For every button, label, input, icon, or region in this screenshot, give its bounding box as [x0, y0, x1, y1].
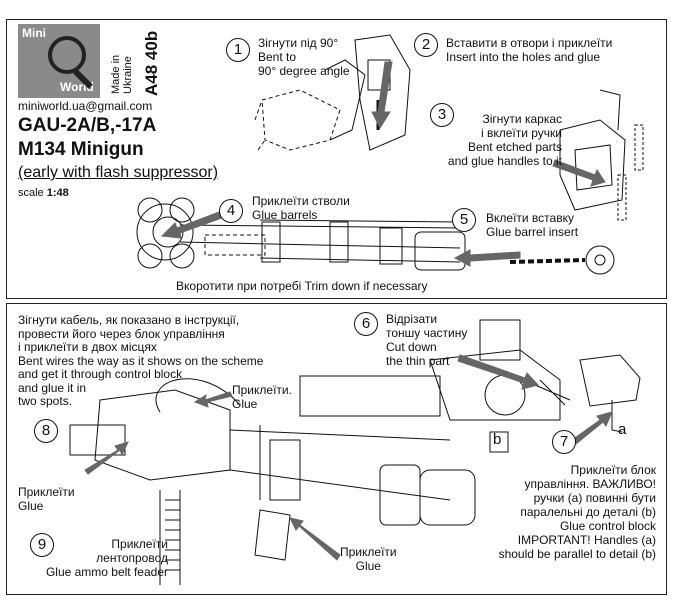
- scale-value: 1:48: [46, 187, 69, 199]
- scale-label: scale 1:48: [18, 187, 69, 199]
- step-2-text: Вставити в отвори і приклеїти Insert int…: [446, 36, 613, 64]
- step-1-number: 1: [226, 38, 250, 62]
- step-6-number: 6: [354, 312, 378, 336]
- logo-text-mini: Mini: [22, 26, 46, 40]
- glue-bottom-note: Приклеїти Glue: [340, 545, 397, 573]
- trim-note: Вкоротити при потребі Trim down if neces…: [176, 279, 428, 293]
- step-2-number: 2: [414, 33, 438, 57]
- step-3-number: 3: [430, 103, 454, 127]
- step-6-text: Відрізати тоншу частину Cut down the thi…: [386, 312, 468, 368]
- step-9-text: Приклеїти лентопровод Glue ammo belt fea…: [45, 537, 168, 579]
- step-1-text: Зігнути під 90° Bent to 90° degree angle: [258, 36, 350, 78]
- made-in-ukraine: Made in Ukraine: [110, 54, 134, 94]
- step-8-text: Приклеїти Glue: [18, 485, 75, 513]
- step-8-number: 8: [34, 419, 58, 443]
- product-code: A48 40b: [142, 30, 161, 96]
- top-instruction-panel: [6, 19, 667, 299]
- glue-top-note: Приклеїти. Glue: [232, 383, 292, 411]
- scale-word: scale: [18, 187, 44, 199]
- step-3-text: Зігнути каркас і вклеїти ручки Bent etch…: [447, 112, 562, 168]
- magnifier-icon: [48, 36, 86, 74]
- miniworld-logo: Mini World: [18, 24, 100, 98]
- step-7-text: Приклеїти блок управління. ВАЖЛИВО! ручк…: [498, 463, 656, 561]
- step-5-text: Вклеїти вставку Glue barrel insert: [486, 211, 579, 239]
- title-line2: M134 Minigun: [18, 139, 144, 160]
- step-9-number: 9: [30, 533, 54, 557]
- step-5-number: 5: [452, 208, 476, 232]
- label-a: a: [618, 421, 627, 438]
- label-b: b: [493, 431, 502, 448]
- step-4-text: Приклеїти стволи Glue barrels: [252, 194, 350, 222]
- wires-note: Зігнути кабель, як показано в інструкції…: [18, 313, 264, 408]
- email: miniworld.ua@gmail.com: [18, 99, 153, 113]
- step-4-number: 4: [219, 199, 243, 223]
- title-line3: (early with flash suppressor): [18, 164, 219, 181]
- title-line1: GAU-2A/B,-17A: [18, 115, 157, 136]
- step-7-number: 7: [552, 430, 576, 454]
